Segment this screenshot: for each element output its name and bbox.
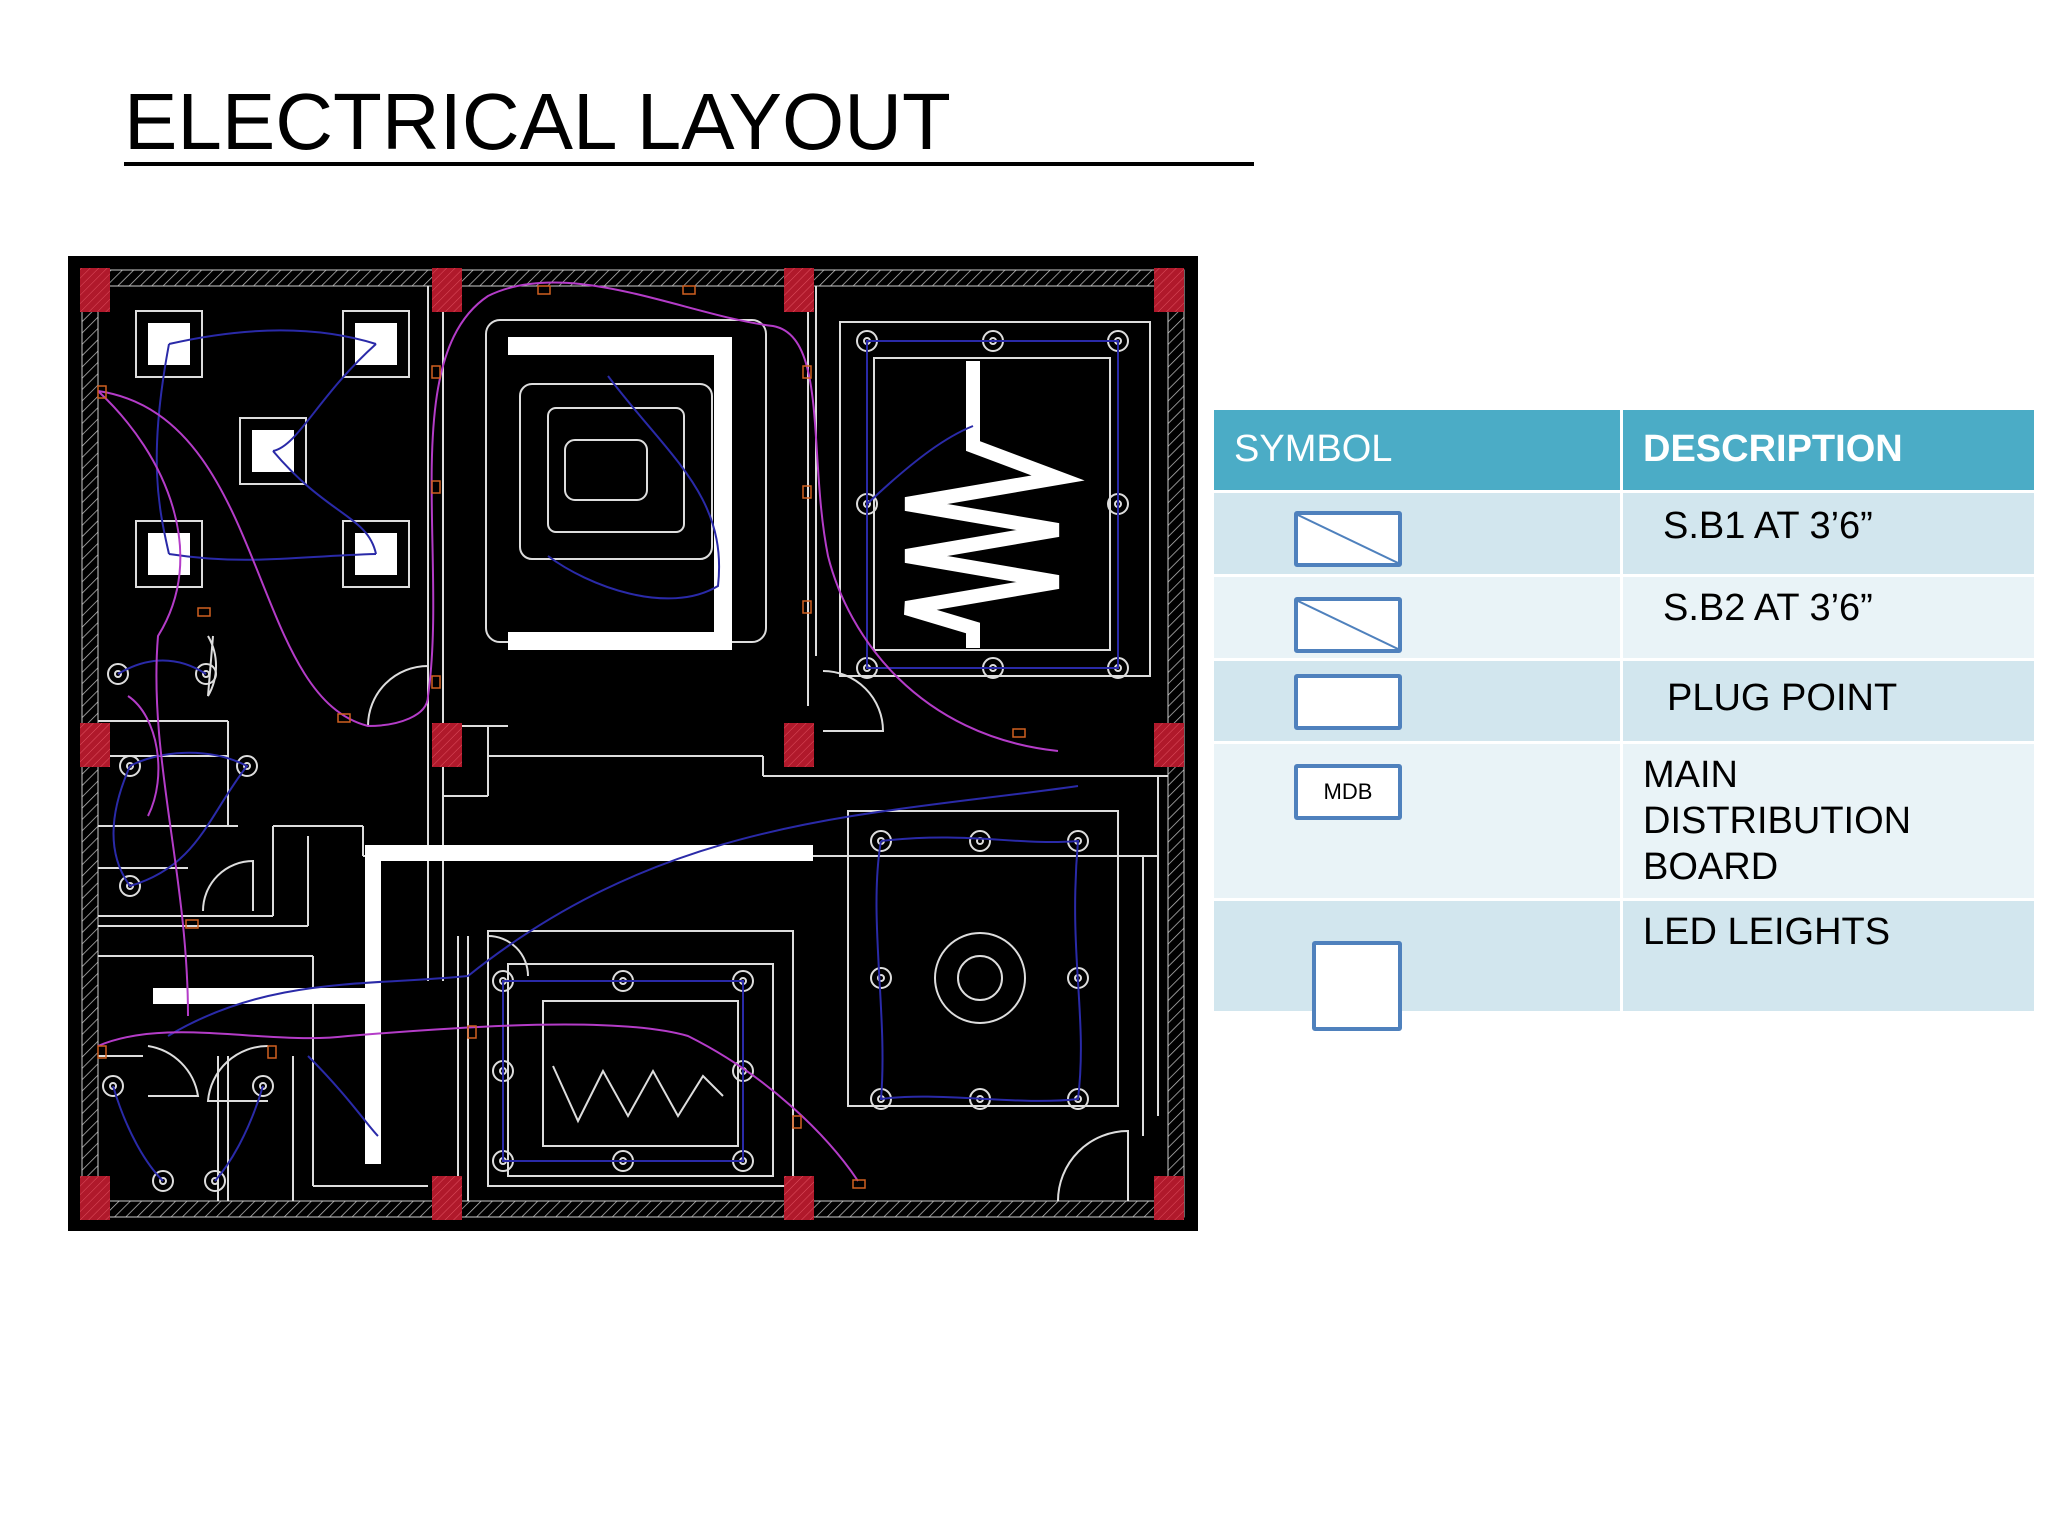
floor-plan-drawing xyxy=(80,268,1185,1220)
wiring-magenta xyxy=(97,281,1059,1182)
led-light-icon xyxy=(1312,941,1402,1031)
legend-row: LED LEIGHTS xyxy=(1214,901,2034,1031)
legend-description: PLUG POINT xyxy=(1667,677,1898,719)
legend-row: PLUG POINT xyxy=(1214,661,2034,744)
legend-header-description: DESCRIPTION xyxy=(1643,428,1903,470)
legend-description: S.B1 AT 3’6” xyxy=(1663,505,1873,547)
page-title: ELECTRICAL LAYOUT xyxy=(124,77,951,166)
legend-header-row: SYMBOL DESCRIPTION xyxy=(1214,410,2034,493)
room-bottom-right xyxy=(847,810,1119,1107)
plug-point-icon xyxy=(1294,674,1402,730)
structural-columns xyxy=(80,268,1184,1220)
door-swings xyxy=(147,635,1129,1202)
legend-row: MDB MAIN DISTRIBUTION BOARD xyxy=(1214,744,2034,901)
room-bottom-middle xyxy=(487,930,794,1187)
legend-table: SYMBOL DESCRIPTION S.B1 AT 3’6” S.B2 AT … xyxy=(1214,410,2034,1031)
switch-markers xyxy=(97,285,1026,1189)
legend-description: MAIN DISTRIBUTION BOARD xyxy=(1643,754,1912,888)
partitions xyxy=(98,286,1168,1201)
floor-plan xyxy=(68,256,1198,1231)
title-underline xyxy=(124,162,1254,166)
legend-description: LED LEIGHTS xyxy=(1643,911,1891,953)
room-middle-left xyxy=(153,845,813,1164)
legend-row: S.B2 AT 3’6” xyxy=(1214,577,2034,661)
room-top-right xyxy=(839,321,1151,677)
legend-description: S.B2 AT 3’6” xyxy=(1663,587,1873,629)
wiring-blue xyxy=(112,329,1119,1182)
switch-board-icon xyxy=(1294,511,1402,567)
mdb-label: MDB xyxy=(1323,779,1373,804)
legend-header-symbol: SYMBOL xyxy=(1234,428,1393,470)
mdb-icon: MDB xyxy=(1294,764,1402,820)
legend-row: S.B1 AT 3’6” xyxy=(1214,493,2034,577)
switch-board-icon xyxy=(1294,597,1402,653)
room-top-middle xyxy=(485,319,767,650)
